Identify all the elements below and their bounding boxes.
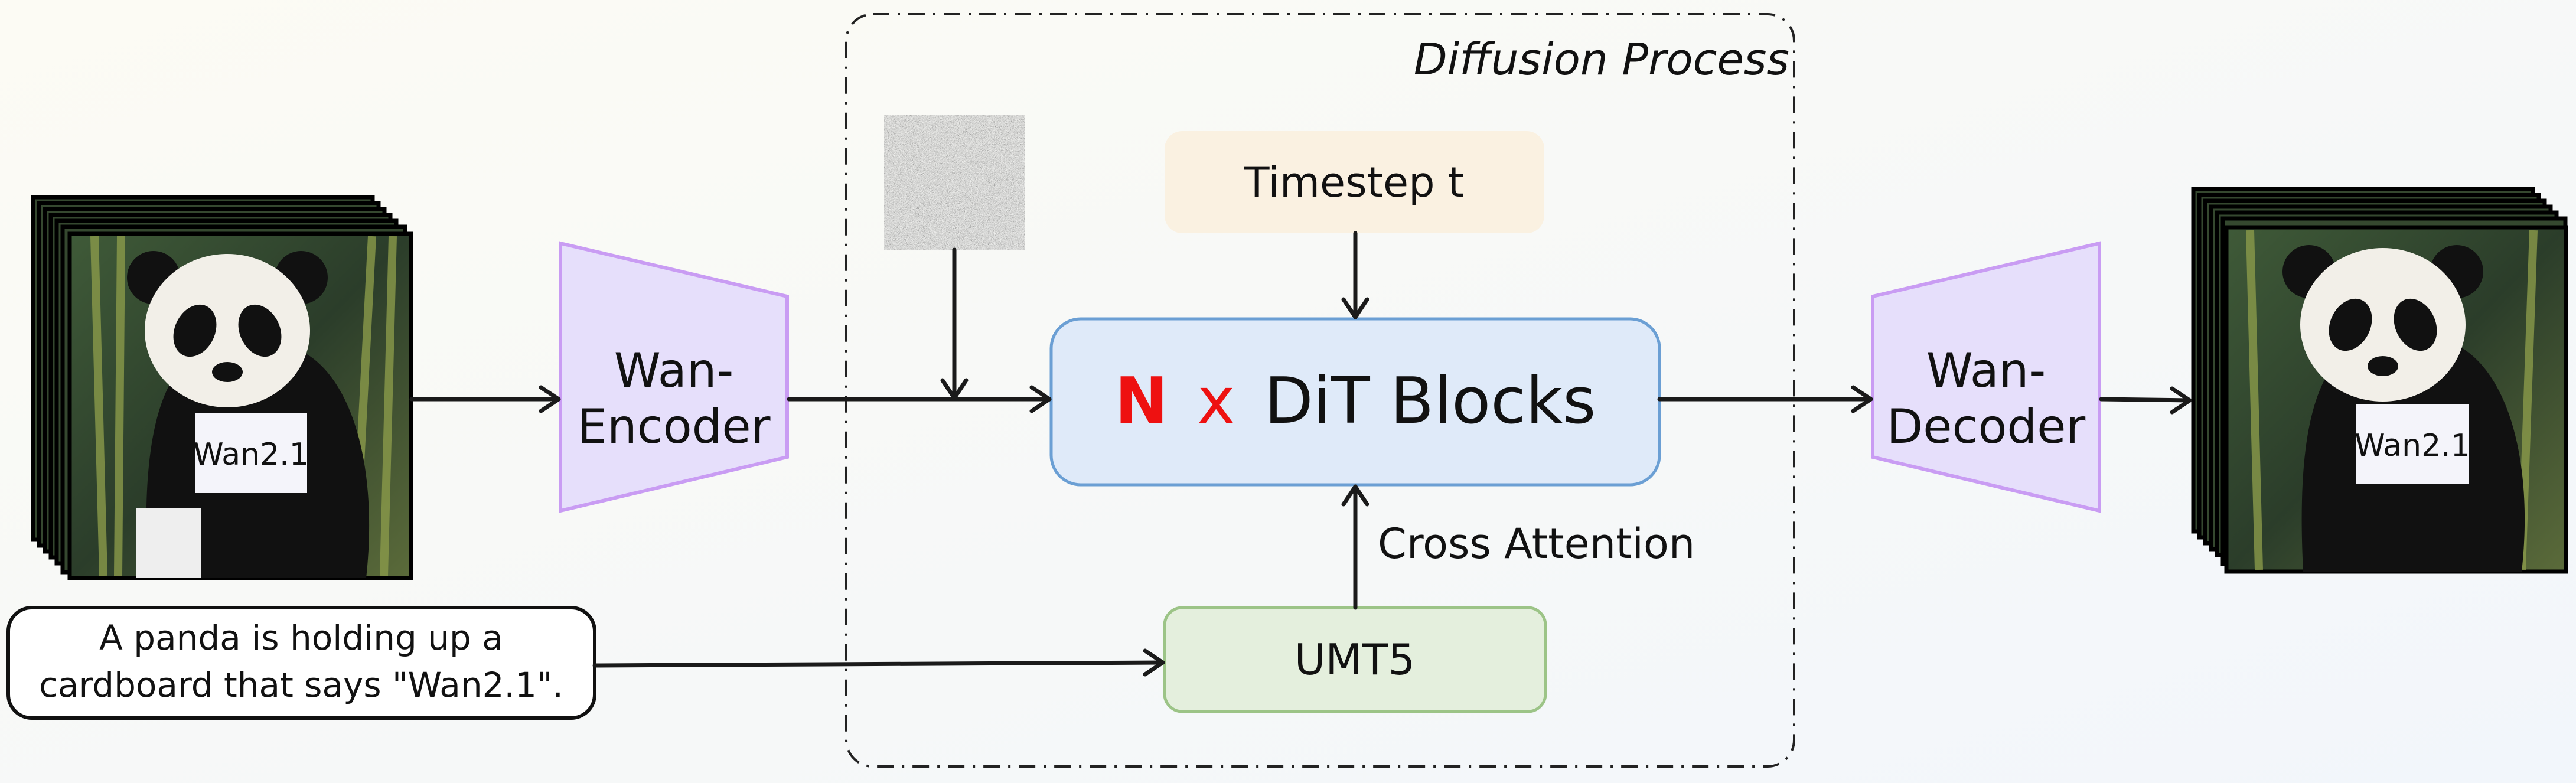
- prompt-line1: A panda is holding up a: [99, 618, 503, 658]
- wan-decoder: Wan- Decoder: [1871, 241, 2101, 513]
- encoder-label-line2: Encoder: [577, 399, 770, 454]
- prompt-line2: cardboard that says "Wan2.1".: [39, 665, 563, 705]
- arrow-decoder-to-output: [2099, 386, 2192, 415]
- output-sign-text: Wan2.1: [2355, 428, 2470, 464]
- timestep-label: Timestep t: [1244, 158, 1464, 207]
- arrow-dit-to-decoder: [1657, 385, 1873, 413]
- input-panda-image: Wan2.1: [67, 231, 413, 580]
- decoder-label-line2: Decoder: [1887, 399, 2086, 454]
- dit-x-symbol: x: [1197, 364, 1235, 438]
- umt5-label: UMT5: [1294, 635, 1416, 684]
- arrow-prompt-to-umt5: [592, 648, 1165, 677]
- cross-attention-label: Cross Attention: [1378, 520, 1695, 568]
- timestep-box: Timestep t: [1165, 131, 1544, 233]
- dit-blocks-box: N x DiT Blocks: [1049, 317, 1661, 487]
- arrows: [409, 231, 2192, 677]
- arrow-umt5-to-dit: [1341, 484, 1369, 610]
- arrow-timestep-to-dit: [1341, 231, 1369, 319]
- output-panda-image: Wan2.1: [2224, 225, 2568, 574]
- encoder-label-line1: Wan-: [614, 343, 734, 398]
- diffusion-process-region: [845, 13, 1795, 768]
- wan-encoder: Wan- Encoder: [559, 241, 789, 513]
- umt5-box: UMT5: [1163, 606, 1547, 713]
- svg-text:N x DiT Blocks: N x DiT Blocks: [1115, 364, 1596, 438]
- gaussian-noise-image: [884, 115, 1025, 250]
- input-video-frames: Wan2.1: [31, 195, 413, 580]
- input-sign-text: Wan2.1: [193, 437, 309, 472]
- arrow-input-to-encoder: [409, 385, 561, 413]
- output-video-frames: Wan2.1: [2191, 187, 2568, 574]
- arrow-noise-to-latent: [940, 247, 969, 400]
- decoder-label-line1: Wan-: [1926, 343, 2046, 398]
- text-prompt-box: A panda is holding up a cardboard that s…: [6, 606, 596, 720]
- dit-n-multiplier: N: [1115, 364, 1168, 438]
- arrow-encoder-to-dit: [787, 385, 1052, 413]
- diffusion-process-label: Diffusion Process: [1414, 34, 1789, 85]
- dit-label: DiT Blocks: [1264, 364, 1596, 438]
